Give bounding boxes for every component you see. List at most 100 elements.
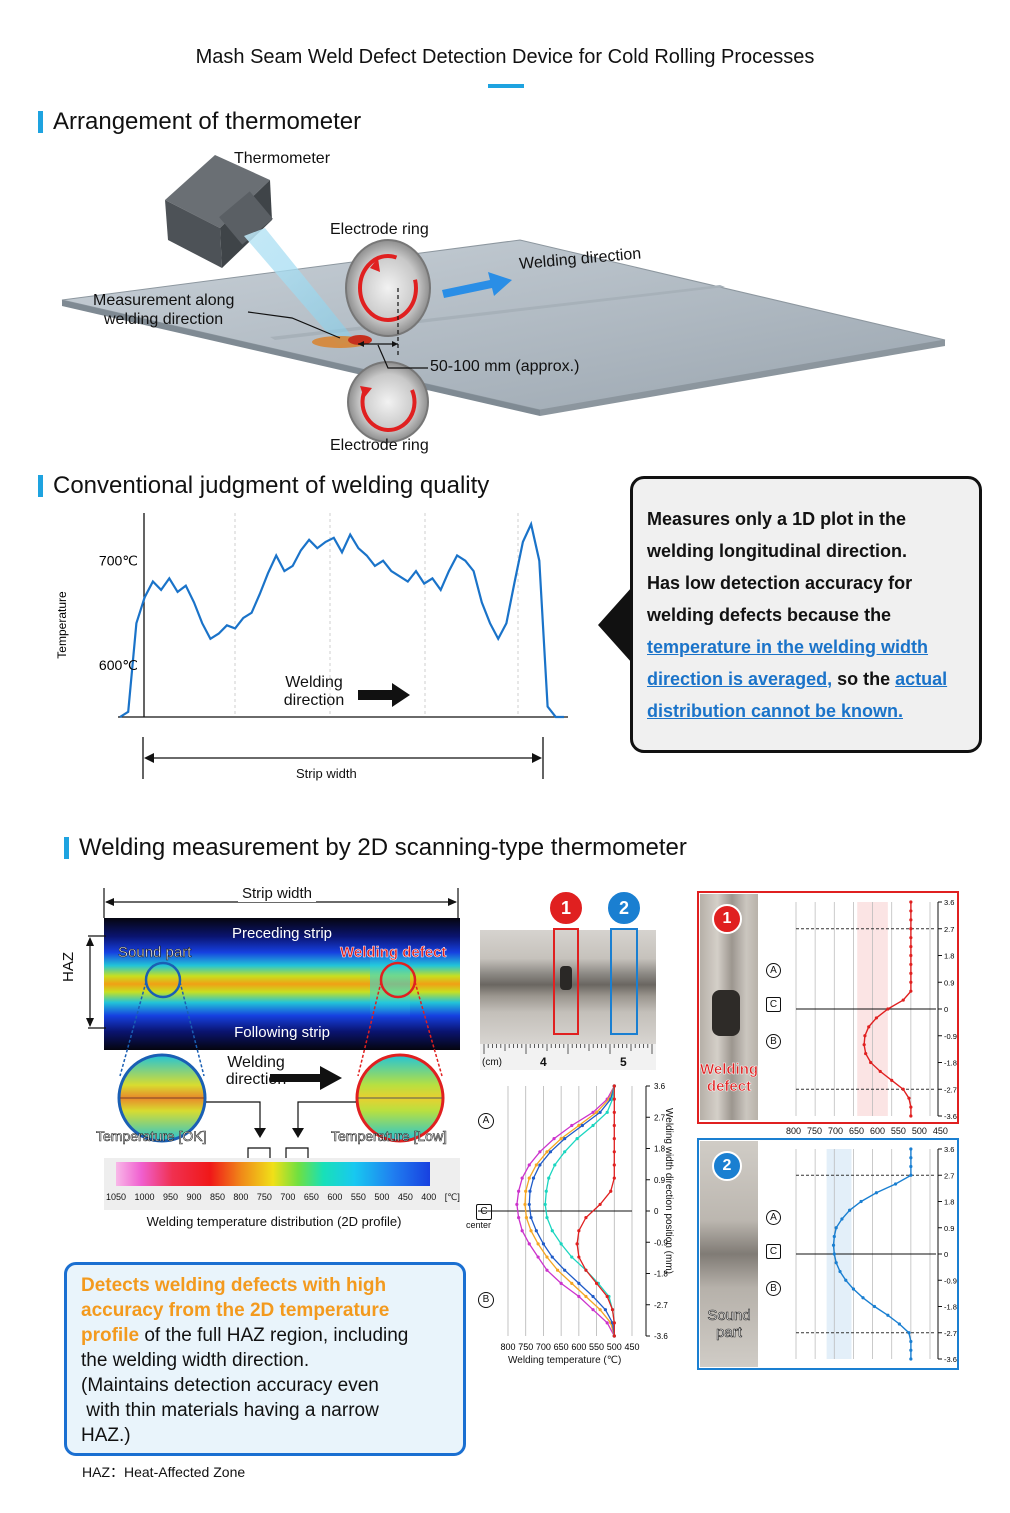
y-tick-label: -3.6 bbox=[944, 1112, 957, 1121]
summary-box: Detects welding defects with high accura… bbox=[64, 1262, 466, 1456]
callout-highlight: direction is averaged, bbox=[647, 669, 833, 689]
profile-point bbox=[874, 1191, 878, 1195]
welding-direction-arrow bbox=[442, 272, 512, 298]
profile-point bbox=[548, 1150, 553, 1154]
y-tick-label: 700℃ bbox=[99, 553, 138, 569]
colorbar-tick: 900 bbox=[186, 1192, 202, 1202]
profile-point bbox=[909, 936, 913, 940]
profile-point bbox=[577, 1255, 581, 1259]
profile-point bbox=[848, 1208, 852, 1212]
profile-point bbox=[570, 1255, 574, 1259]
sound-part-label: Sound part bbox=[118, 944, 192, 962]
x-tick-label: 750 bbox=[518, 1342, 533, 1352]
section-heading-2d-scanning: Welding measurement by 2D scanning-type … bbox=[64, 834, 687, 862]
profile-point bbox=[563, 1137, 567, 1141]
profile-point bbox=[874, 1016, 878, 1020]
panel1-marker-a: A bbox=[766, 963, 781, 978]
y-tick-label: 2.7 bbox=[944, 925, 954, 934]
x-tick-label: 650 bbox=[554, 1342, 569, 1352]
plate-edge-right bbox=[540, 340, 945, 416]
callout-highlight: actual bbox=[895, 669, 948, 689]
profile-point bbox=[886, 1007, 890, 1011]
heading-bar bbox=[38, 111, 43, 133]
profile-point bbox=[527, 1202, 531, 1207]
panel2-marker-c: C bbox=[766, 1244, 781, 1259]
callout-line: Measures only a 1D plot in the bbox=[647, 509, 907, 529]
y-tick-label: 3.6 bbox=[654, 1082, 666, 1091]
profile-point bbox=[545, 1215, 549, 1220]
callout-pointer bbox=[598, 587, 632, 663]
following-strip-label: Following strip bbox=[234, 1024, 330, 1041]
y-axis-label: Welding width direction position (mm) bbox=[663, 1108, 674, 1274]
panel2-photo-label: Sound part bbox=[707, 1307, 751, 1342]
profile-point bbox=[610, 1308, 615, 1312]
summary-text: (Maintains detection accuracy even bbox=[81, 1375, 379, 1396]
profile-point bbox=[612, 1097, 616, 1101]
profile-point bbox=[907, 1096, 911, 1100]
colorbar-tick: 600 bbox=[327, 1192, 343, 1202]
photo-region-2 bbox=[610, 928, 638, 1035]
profile-point bbox=[559, 1281, 563, 1285]
profile-point bbox=[529, 1215, 533, 1220]
profile-point bbox=[859, 1199, 863, 1204]
profile-point bbox=[598, 1308, 602, 1312]
profile-point bbox=[577, 1229, 581, 1233]
electrode-ring-top-label: Electrode ring bbox=[330, 221, 429, 238]
callout-line: welding longitudinal direction. bbox=[647, 541, 907, 561]
profile-point bbox=[563, 1150, 567, 1154]
profile-series-line bbox=[516, 1085, 615, 1337]
profile-point bbox=[528, 1189, 532, 1193]
colorbar-tick: 850 bbox=[209, 1192, 225, 1202]
annotation-line2: direction bbox=[225, 1071, 287, 1088]
profile-point bbox=[612, 1084, 616, 1088]
profile-point bbox=[534, 1163, 538, 1167]
temperature-low-label: Temperature [Low] bbox=[331, 1128, 448, 1145]
distance-label: 50-100 mm (approx.) bbox=[430, 358, 580, 375]
x-axis-label: Strip width bbox=[296, 766, 357, 781]
ruler-label: 4 bbox=[540, 1055, 547, 1069]
colorbar-tick: 1050 bbox=[106, 1192, 127, 1202]
marker-c: C bbox=[476, 1204, 492, 1220]
profile-point bbox=[840, 1217, 844, 1221]
profile-point bbox=[556, 1268, 560, 1272]
haz-label: HAZ bbox=[60, 952, 77, 982]
distance-leader-line bbox=[377, 344, 428, 369]
summary-text: the welding width direction. bbox=[81, 1350, 310, 1371]
summary-highlight: profile bbox=[81, 1325, 140, 1346]
x-tick-label: 450 bbox=[624, 1342, 639, 1352]
profile-point bbox=[515, 1202, 519, 1207]
preceding-strip-label: Preceding strip bbox=[231, 925, 333, 942]
profile-point bbox=[598, 1110, 602, 1114]
zoom-illustration bbox=[117, 961, 445, 1143]
profile-point bbox=[612, 1150, 616, 1154]
y-tick-label: 0.9 bbox=[944, 978, 954, 987]
summary-text: HAZ.) bbox=[81, 1425, 131, 1446]
profile-point bbox=[529, 1229, 533, 1233]
colorbar bbox=[116, 1162, 430, 1186]
profile-point bbox=[580, 1123, 584, 1128]
profile-point bbox=[909, 900, 913, 904]
y-tick-label: -2.7 bbox=[944, 1329, 957, 1338]
profile-point bbox=[552, 1137, 556, 1141]
profile-point bbox=[524, 1215, 529, 1220]
x-tick-label: 700 bbox=[536, 1342, 551, 1352]
welding-direction-annotation: Welding direction bbox=[270, 674, 358, 710]
profile-point bbox=[909, 1164, 913, 1169]
profile-point bbox=[605, 1110, 609, 1114]
strip-width-label: Strip width bbox=[238, 885, 317, 902]
colorbar-tick: 550 bbox=[350, 1192, 366, 1202]
profile-point bbox=[527, 1242, 531, 1246]
section-heading-conventional: Conventional judgment of welding quality bbox=[38, 472, 489, 500]
profile-point bbox=[577, 1281, 581, 1285]
profile-point bbox=[834, 1261, 838, 1265]
y-tick-label: 1.8 bbox=[944, 952, 954, 961]
marker-b: B bbox=[478, 1292, 494, 1308]
x-tick-label: 550 bbox=[589, 1342, 604, 1352]
marker-badge-1: 1 bbox=[550, 892, 582, 924]
profile-point bbox=[577, 1123, 581, 1128]
profile-point bbox=[538, 1163, 542, 1167]
profile-point bbox=[909, 980, 913, 984]
profile-point bbox=[909, 971, 913, 975]
profile-series-line bbox=[528, 1085, 615, 1337]
